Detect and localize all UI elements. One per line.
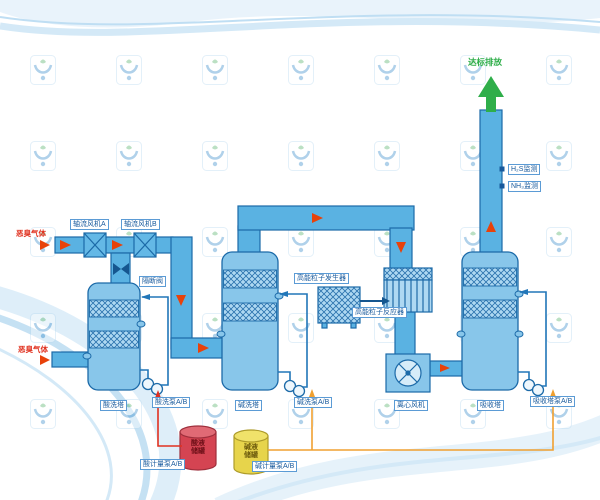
label-acid-metering-pump: 酸计量泵A/B bbox=[140, 459, 186, 470]
label-alkali-metering-pump: 碱计量泵A/B bbox=[252, 461, 298, 472]
acid-tower-shape bbox=[82, 282, 146, 391]
emission-arrow bbox=[478, 76, 504, 112]
monitor-taps bbox=[499, 166, 505, 189]
label-axial-fan-a: 轴流风机A bbox=[70, 219, 109, 230]
label-particle-reactor: 高能粒子反应器 bbox=[352, 307, 407, 318]
gas-flow-arrows bbox=[40, 213, 496, 372]
odor-inlet-arrow-top bbox=[40, 240, 50, 250]
label-nh3-monitor: NH₃监测 bbox=[508, 181, 541, 192]
axial-fan-symbols bbox=[83, 232, 157, 258]
acid-tank-label-line1: 酸液 bbox=[191, 440, 205, 447]
label-acid-tower: 酸洗塔 bbox=[100, 400, 127, 411]
label-absorption-pump: 吸收塔泵A/B bbox=[530, 396, 576, 407]
absorption-pump-b bbox=[531, 383, 545, 397]
label-alkali-pump: 碱洗泵A/B bbox=[294, 397, 333, 408]
alkali-tank-label-line1: 碱液 bbox=[244, 444, 258, 451]
pump-symbols bbox=[141, 377, 545, 398]
nh3-monitor-tap bbox=[499, 183, 505, 189]
reactor-fan-duct bbox=[394, 311, 416, 357]
label-odor-gas-bottom: 恶臭气体 bbox=[18, 345, 48, 354]
label-h2s-monitor: H₂S监测 bbox=[508, 164, 541, 175]
label-odor-gas-top: 恶臭气体 bbox=[16, 229, 46, 238]
absorption-tower-shape bbox=[456, 251, 524, 391]
label-emission: 达标排放 bbox=[468, 57, 503, 67]
label-acid-pump: 酸洗泵A/B bbox=[152, 397, 191, 408]
particle-reactor-shape bbox=[383, 267, 433, 313]
label-absorption-tower: 吸收塔 bbox=[477, 400, 504, 411]
exhaust-stack bbox=[479, 109, 503, 257]
circulation-lines bbox=[140, 289, 547, 388]
label-isolation-valve: 隔断阀 bbox=[139, 276, 166, 287]
label-axial-fan-b: 轴流风机B bbox=[121, 219, 160, 230]
h2s-monitor-tap bbox=[499, 166, 505, 172]
l-duct-vertical bbox=[170, 236, 193, 350]
centrifugal-fan-shape bbox=[385, 353, 431, 393]
alkali-pump-b bbox=[292, 384, 306, 398]
label-alkali-tower: 碱洗塔 bbox=[235, 400, 262, 411]
acid-dosing-line bbox=[155, 390, 182, 447]
odor-inlet-arrow-bottom bbox=[40, 355, 50, 365]
alkali-tower-shape bbox=[216, 251, 284, 391]
acid-tank-label-line2: 储罐 bbox=[191, 448, 205, 455]
label-particle-generator: 高能粒子发生器 bbox=[294, 273, 349, 284]
generator-arrow bbox=[382, 297, 390, 305]
isolation-valve-symbol bbox=[113, 263, 129, 275]
alkali-tank-label-line2: 储罐 bbox=[244, 452, 258, 459]
label-centrifugal-fan: 离心风机 bbox=[394, 400, 428, 411]
acid-tank-label: 酸液 储罐 bbox=[180, 440, 216, 456]
main-top-duct bbox=[237, 205, 415, 231]
alkali-tank-label: 碱液 储罐 bbox=[234, 444, 268, 460]
